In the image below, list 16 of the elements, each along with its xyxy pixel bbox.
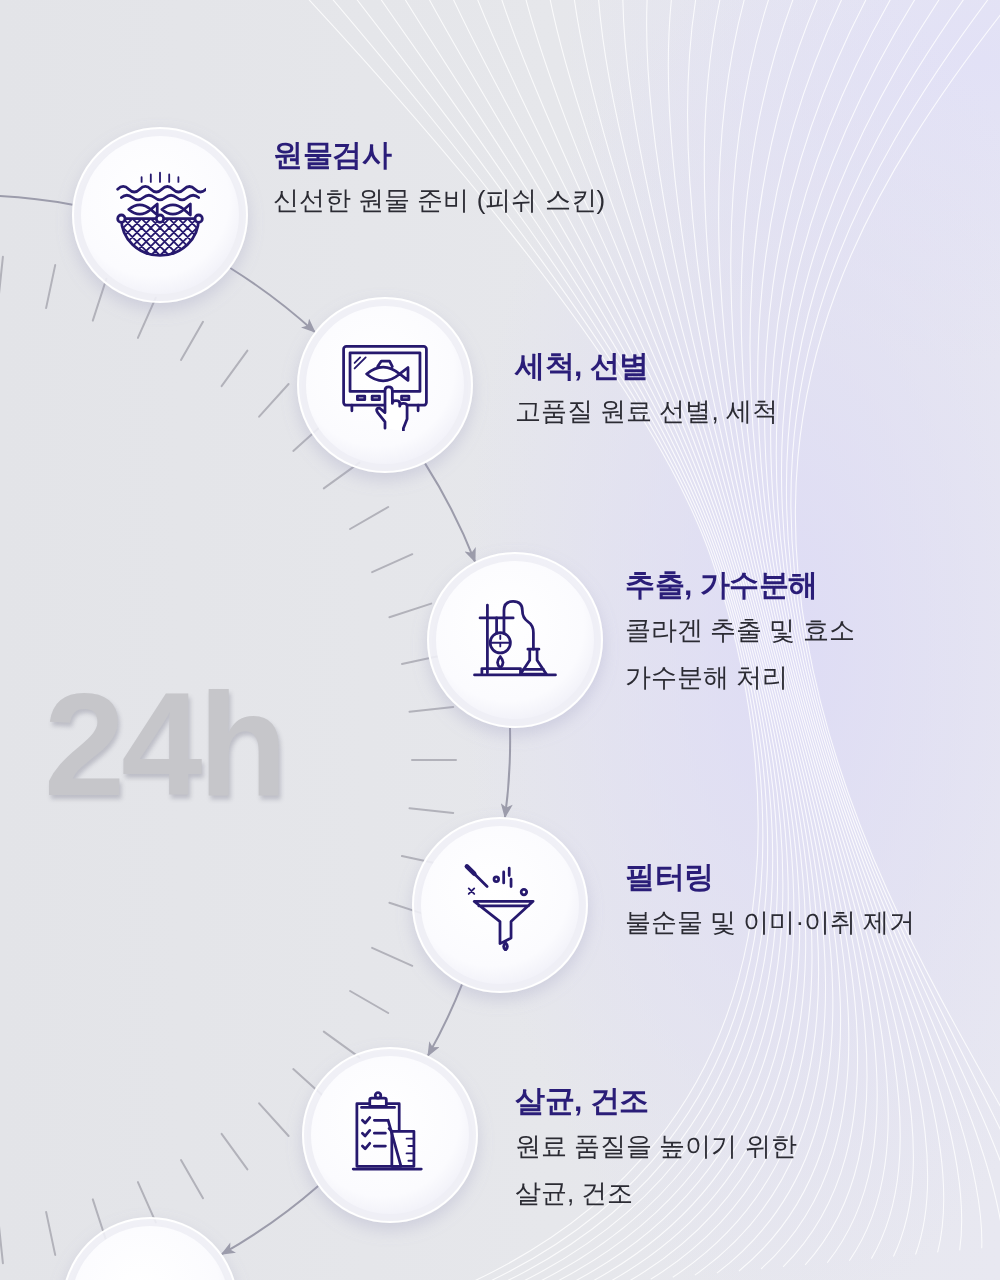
- step-title: 세척, 선별: [515, 348, 649, 384]
- step-title: 필터링: [625, 859, 714, 895]
- step-description: 콜라겐 추출 및 효소 가수분해 처리: [625, 614, 856, 694]
- arrow: [229, 267, 316, 333]
- step-description: 신선한 원물 준비 (피쉬 스킨): [273, 184, 606, 217]
- step-title: 살균, 건조: [515, 1083, 649, 1119]
- step-title: 추출, 가수분해: [625, 567, 818, 603]
- step-title: 원물검사: [273, 137, 391, 173]
- step-description: 고품질 원료 선별, 세척: [515, 395, 778, 428]
- arrow: [424, 462, 476, 563]
- arrow: [427, 983, 463, 1057]
- connector-line: [0, 195, 74, 206]
- arrow: [500, 726, 513, 819]
- arrow: [220, 1184, 320, 1256]
- step-description: 불순물 및 이미·이취 제거: [625, 906, 916, 939]
- step-description: 원료 품질을 높이기 위한 살균, 건조: [515, 1130, 798, 1210]
